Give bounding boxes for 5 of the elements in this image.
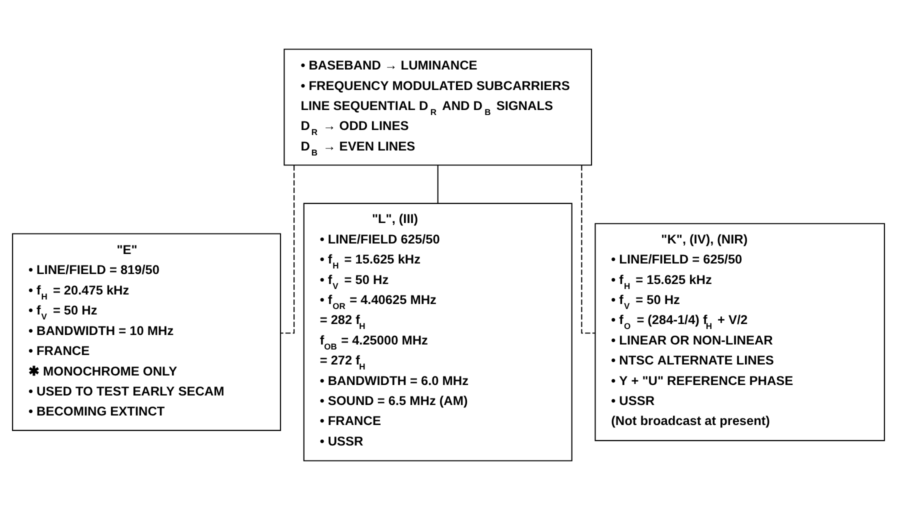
- node-box: "L", (III) • LINE/FIELD 625/50 • f$_{H}$ = 15.625 kHz • f$_{V}$ = 50 Hz • f$_{OR}$ = 4.40625 MHz = 282 f$_{H}$ f$_{OB}$ = 4.25000 MHz = 272 f$_{H}$ • BANDWIDTH = 6.0 MHz • SOUND = 6.5 MHz (AM) • FRANCE • USSR: [303, 202, 572, 461]
- connector: [437, 164, 438, 203]
- node-box: "K", (IV), (NIR) • LINE/FIELD = 625/50 • f$_{H}$ = 15.625 kHz • f$_{V}$ = 50 Hz • f$_{O}$ = (284-1/4) f$_{H}$ + V/2 • LINEAR OR NON-LINEAR • NTSC ALTERNATE LINES • Y + "U" REFERENCE PHASE • USSR (Not broadcast at present): [594, 222, 885, 441]
- node-box: • BASEBAND → LUMINANCE • FREQUENCY MODULATED SUBCARRIERS LINE SEQUENTIAL D$_{R}$ AND D$_{B}$ SIGNALS D$_{R}$ → ODD LINES D$_{B}$ → EVEN LINES: [284, 48, 592, 166]
- node-box: "E" • LINE/FIELD = 819/50 • f$_{H}$ = 20.475 kHz • f$_{V}$ = 50 Hz • BANDWIDTH = 10 MHz • FRANCE ✱ MONOCHROME ONLY • USED TO TEST EARLY SECAM • BECOMING EXTINCT: [12, 232, 282, 430]
